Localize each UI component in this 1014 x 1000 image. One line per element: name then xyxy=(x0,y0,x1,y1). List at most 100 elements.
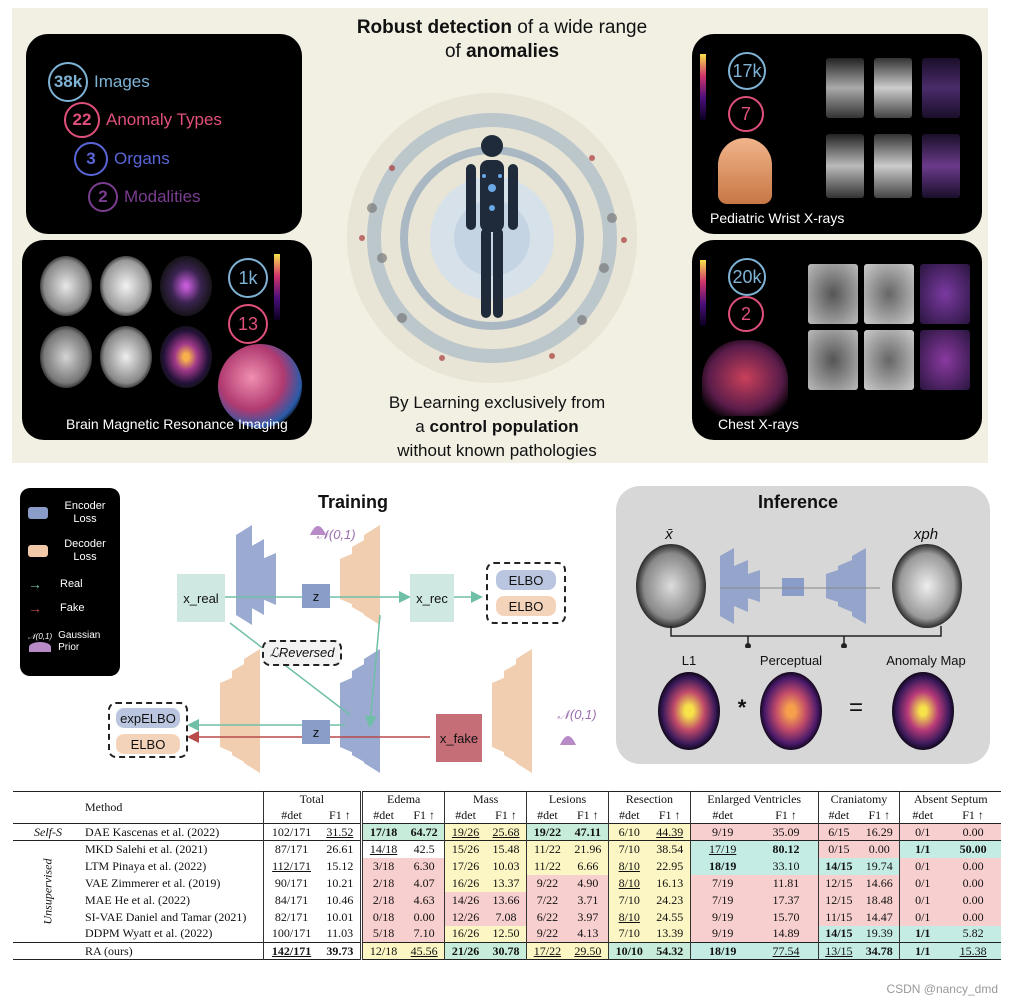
x-ph-label: xph xyxy=(913,525,939,543)
cell: 0.00 xyxy=(945,823,1001,841)
wrist-xray-image xyxy=(826,134,864,198)
cell: 7/10 xyxy=(607,840,650,858)
subheader-det: #det xyxy=(899,807,946,824)
cell: 7/10 xyxy=(607,891,650,909)
cell: 9/22 xyxy=(526,874,568,892)
cell: 80.12 xyxy=(754,840,819,858)
cell: 26.61 xyxy=(326,841,354,856)
column-header-absent-septum: Absent Septum xyxy=(899,791,1001,808)
fake-arrow-icon: → xyxy=(28,600,42,616)
column-header-edema: Edema xyxy=(360,791,445,808)
cell: 7/10 xyxy=(607,925,650,943)
encoder-swatch xyxy=(28,507,48,519)
cell: 0.00 xyxy=(945,857,1001,875)
cell: 7/22 xyxy=(526,891,568,909)
cell: 77.54 xyxy=(754,942,819,960)
cell: 12/18 xyxy=(360,942,405,960)
x-bar-label: x̄ xyxy=(665,525,673,543)
cell: 11.03 xyxy=(326,926,354,941)
latent-z-top: z xyxy=(302,584,330,608)
cell: 0/1 xyxy=(899,891,946,909)
group-label-unsupervised: Unsupervised xyxy=(40,858,55,925)
brain-mri-panel: 1k 13 Brain Magnetic Resonance Imaging xyxy=(22,240,312,440)
cell: 17.37 xyxy=(754,891,819,909)
cell: 0.00 xyxy=(404,908,445,926)
human-figure xyxy=(466,135,518,318)
cell: 17/19 xyxy=(689,840,755,858)
colorbar xyxy=(700,260,706,326)
training-diagram xyxy=(187,525,576,773)
stat-modalities: 2 Modalities xyxy=(88,182,201,212)
cell: 12/15 xyxy=(817,891,860,909)
cell: 4.90 xyxy=(567,874,609,892)
cell: 15.48 xyxy=(485,840,527,858)
subheader-det: #det xyxy=(262,807,320,824)
cell: 6/10 xyxy=(607,823,650,841)
brain-scan-image xyxy=(100,256,152,316)
cell: 44.39 xyxy=(649,823,691,841)
row-method: DAE Kascenas et al. (2022) xyxy=(85,824,220,839)
cell: 19.39 xyxy=(859,925,900,943)
subheader-det: #det xyxy=(360,807,405,824)
subheader-f1: F1 ↑ xyxy=(868,807,891,822)
cell: 29.50 xyxy=(567,942,609,960)
cell: 6/22 xyxy=(526,908,568,926)
row-method: DDPM Wyatt et al. (2022) xyxy=(85,926,213,941)
cell: 10/10 xyxy=(607,942,650,960)
l1-label: L1 xyxy=(681,652,697,668)
perceptual-map xyxy=(760,672,822,750)
cell: 14.47 xyxy=(859,908,900,926)
cell: 19.74 xyxy=(859,857,900,875)
cell: 0/1 xyxy=(899,857,946,875)
x-rec-node: x_rec xyxy=(410,574,454,622)
column-header-total: Total xyxy=(262,791,362,808)
inference-connector xyxy=(670,626,942,648)
cell: 17/22 xyxy=(526,942,568,960)
cell: 13/15 xyxy=(817,942,860,960)
stat-anomaly-types: 22 Anomaly Types xyxy=(64,102,222,138)
cell: 90/171 xyxy=(262,874,320,892)
cell: 17/26 xyxy=(444,857,486,875)
wrist-xray-image xyxy=(874,58,912,118)
row-method: LTM Pinaya et al. (2022) xyxy=(85,858,207,873)
row-method: MKD Salehi et al. (2021) xyxy=(85,841,208,856)
l1-map xyxy=(658,672,720,750)
cell: 9/19 xyxy=(689,925,755,943)
legend-prior: Gaussian Prior xyxy=(58,630,101,653)
watermark: CSDN @nancy_dmd xyxy=(886,982,998,996)
table-row: Unsupervised MKD Salehi et al. (2021) 87… xyxy=(13,840,1001,925)
cell: 87/171 xyxy=(262,840,320,858)
cell: 0/1 xyxy=(899,823,946,841)
hand-illustration xyxy=(718,138,772,204)
cell: 11.81 xyxy=(754,874,819,892)
subheader-f1: F1 ↑ xyxy=(962,807,984,822)
cell: 42.5 xyxy=(413,841,435,856)
cell: 3/18 xyxy=(360,857,405,875)
cell: 33.10 xyxy=(754,857,819,875)
table-header-row: Method Total Edema Mass Lesions Resectio… xyxy=(13,791,1001,814)
wrist-panel-label: Pediatric Wrist X-rays xyxy=(710,210,845,226)
cell: 12/15 xyxy=(817,874,860,892)
decoder-top xyxy=(340,525,380,625)
chest-xray-image xyxy=(808,264,858,324)
cell: 9/19 xyxy=(689,908,755,926)
cell: 14.66 xyxy=(859,874,900,892)
cell: 8/10 xyxy=(607,908,650,926)
cell: 0/15 xyxy=(817,840,860,858)
cell: 2/18 xyxy=(360,874,405,892)
chest-xray-image xyxy=(864,330,914,390)
subheader-f1: F1 ↑ xyxy=(413,807,435,822)
legend-decoder: Decoder Loss xyxy=(64,538,106,563)
cell: 21.96 xyxy=(567,840,609,858)
cell: 6.30 xyxy=(404,857,445,875)
cell: 6/15 xyxy=(817,823,860,841)
cell: 16.13 xyxy=(649,874,691,892)
stat-images: 38k Images xyxy=(48,62,150,102)
cell: 47.11 xyxy=(567,823,609,841)
cell: 54.32 xyxy=(649,942,691,960)
cell: 15.38 xyxy=(945,942,1001,960)
cell: 12.50 xyxy=(485,925,527,943)
